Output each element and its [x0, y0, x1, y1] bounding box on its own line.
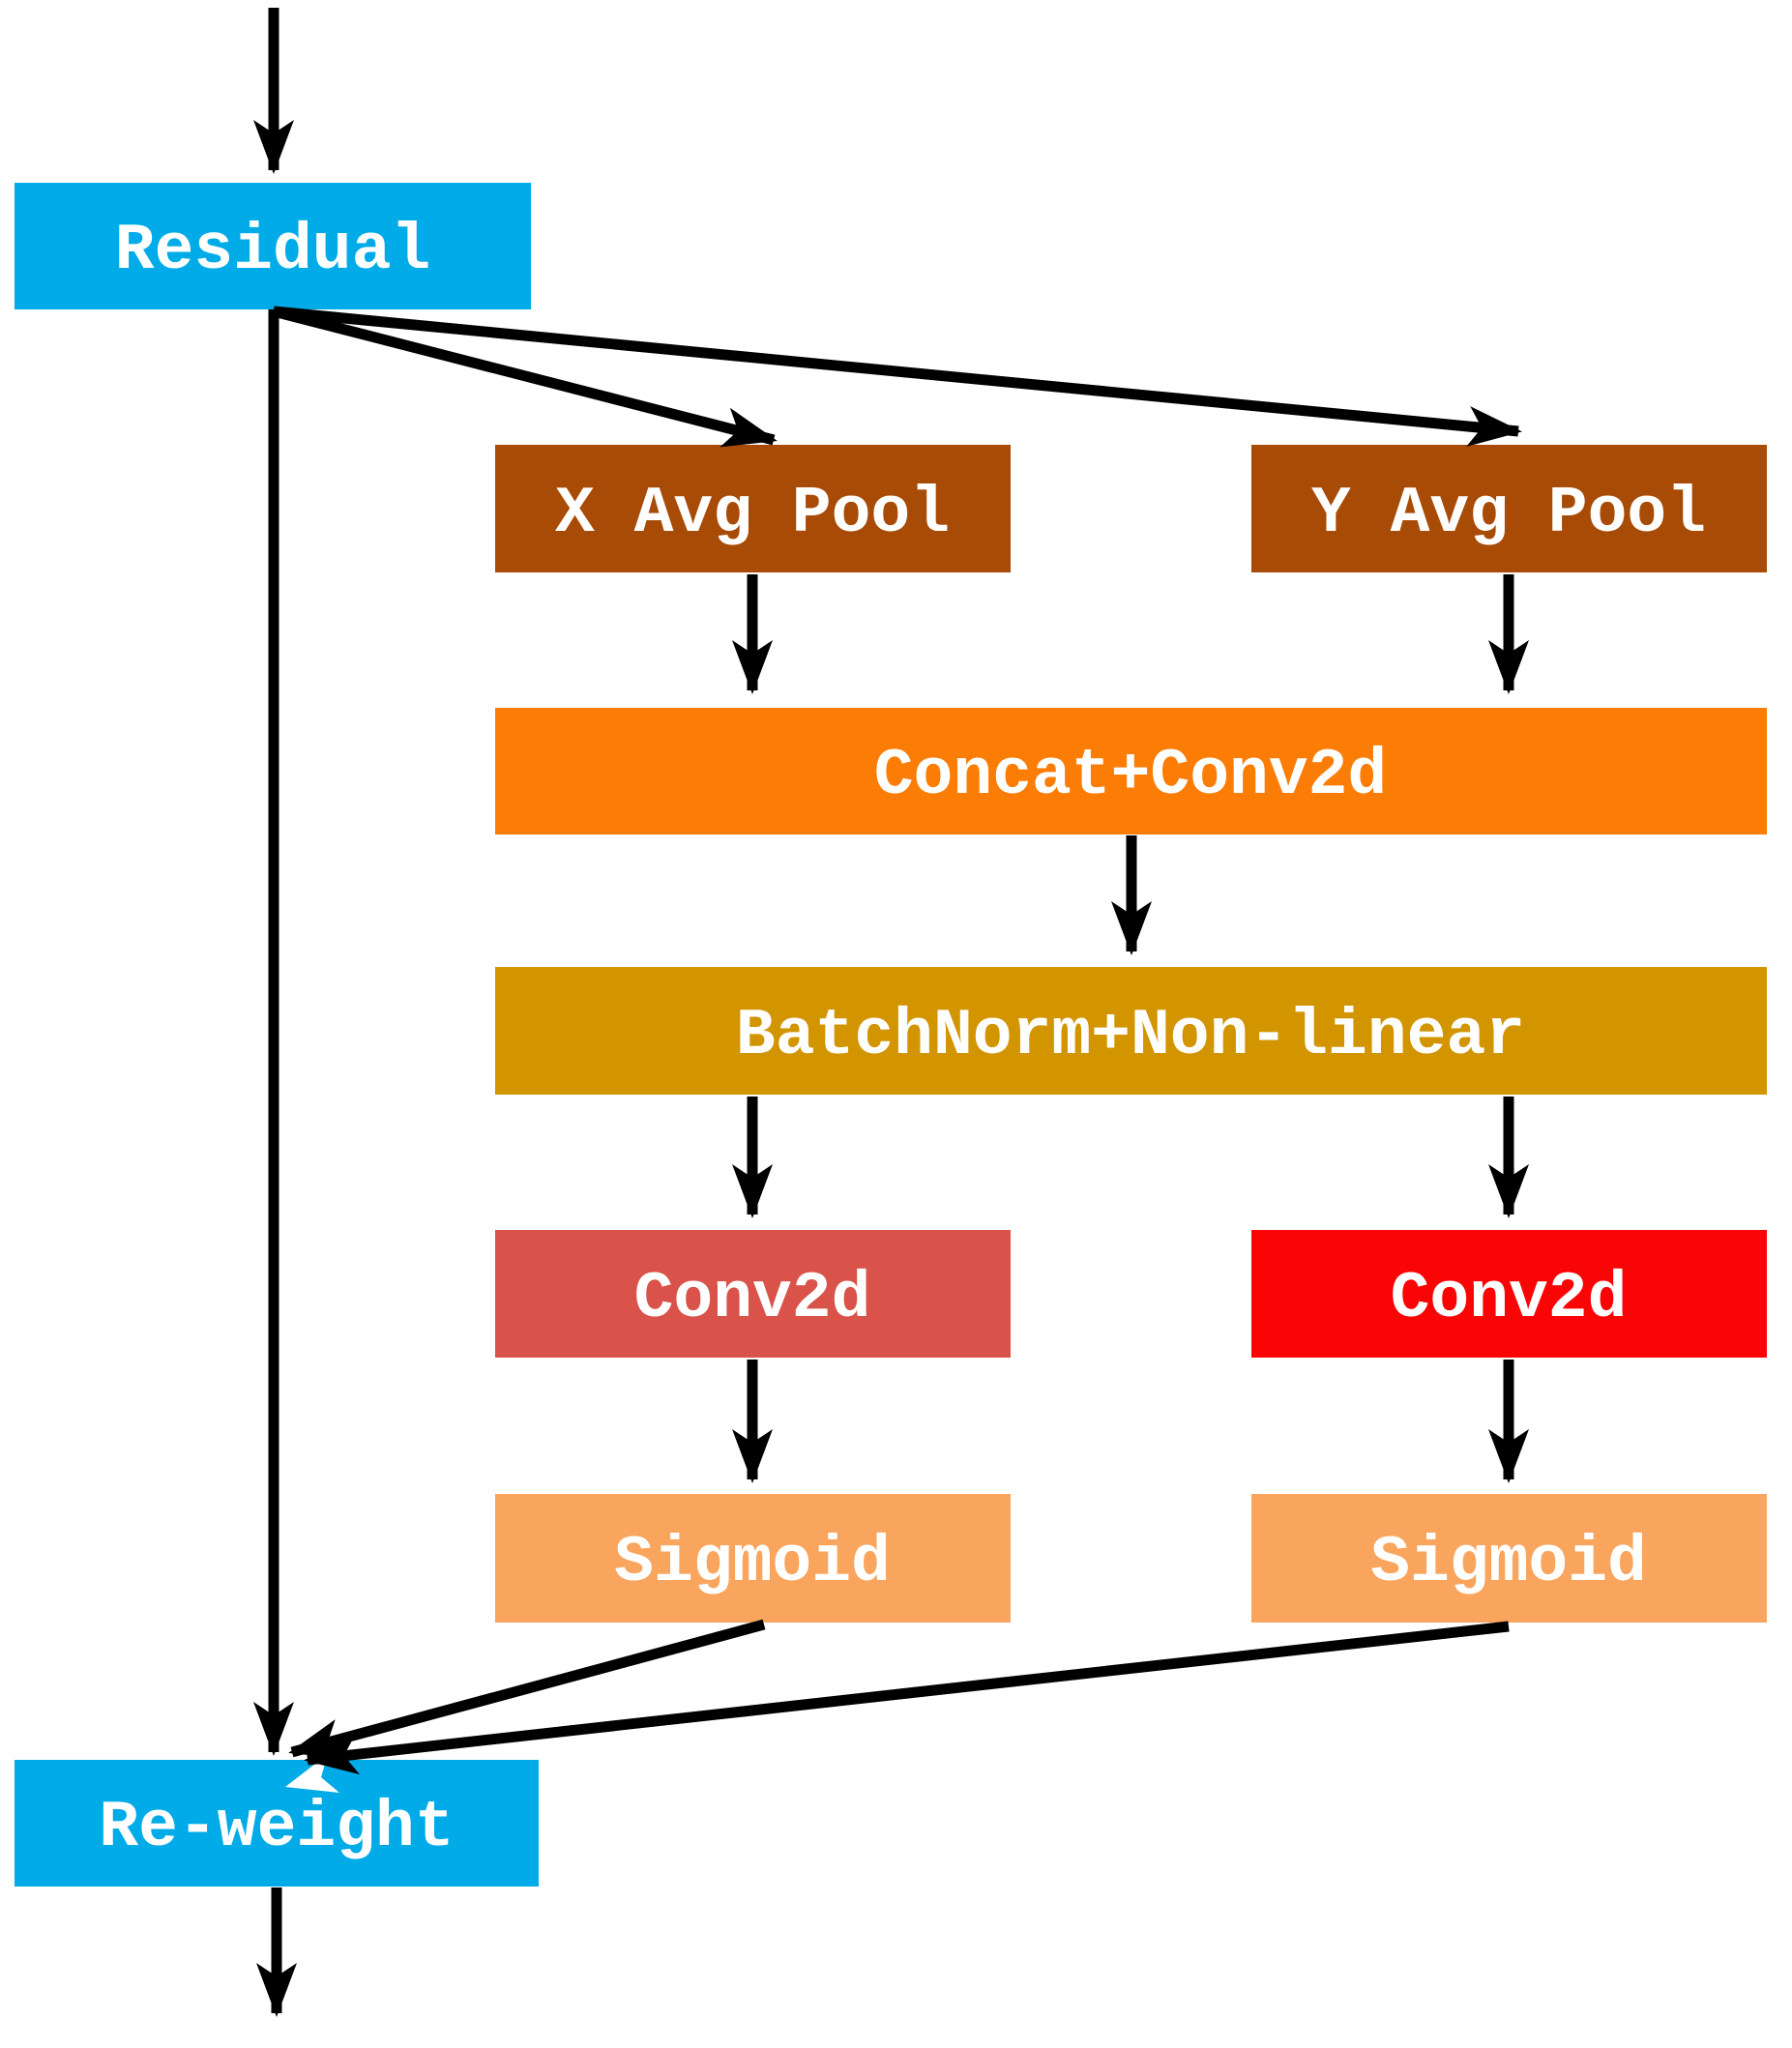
arrow-residual-to-y-avg-pool — [273, 306, 1522, 447]
sigmoid-right-label: Sigmoid — [1370, 1526, 1647, 1600]
sigmoid-left-box — [495, 1494, 1011, 1623]
arrow-residual-to-x-avg-pool — [272, 306, 778, 448]
conv2d-left-box — [495, 1230, 1011, 1358]
y-avg-pool-box — [1251, 445, 1767, 572]
sigmoid-right-box — [1251, 1494, 1767, 1623]
residual-box — [15, 183, 531, 309]
reweight-box — [15, 1760, 539, 1887]
sigmoid-left-label: Sigmoid — [614, 1526, 891, 1600]
arrow-sigmoid-right-to-reweight — [304, 1621, 1510, 1775]
reweight-label: Re-weight — [99, 1791, 454, 1865]
batchnorm-nonlinear-label: BatchNorm+Non-linear — [736, 999, 1525, 1073]
residual-label: Residual — [115, 214, 430, 288]
x-avg-pool-box — [495, 445, 1011, 572]
conv2d-left-label: Conv2d — [634, 1262, 871, 1336]
x-avg-pool-label: X Avg Pool — [555, 477, 950, 551]
conv2d-right-box — [1251, 1230, 1767, 1358]
y-avg-pool-label: Y Avg Pool — [1311, 477, 1706, 551]
conv2d-right-label: Conv2d — [1391, 1262, 1628, 1336]
concat-conv2d-box — [495, 708, 1767, 834]
batchnorm-nonlinear-box — [495, 967, 1767, 1095]
concat-conv2d-label: Concat+Conv2d — [874, 739, 1388, 813]
arrow-sigmoid-left-to-reweight — [288, 1619, 766, 1759]
